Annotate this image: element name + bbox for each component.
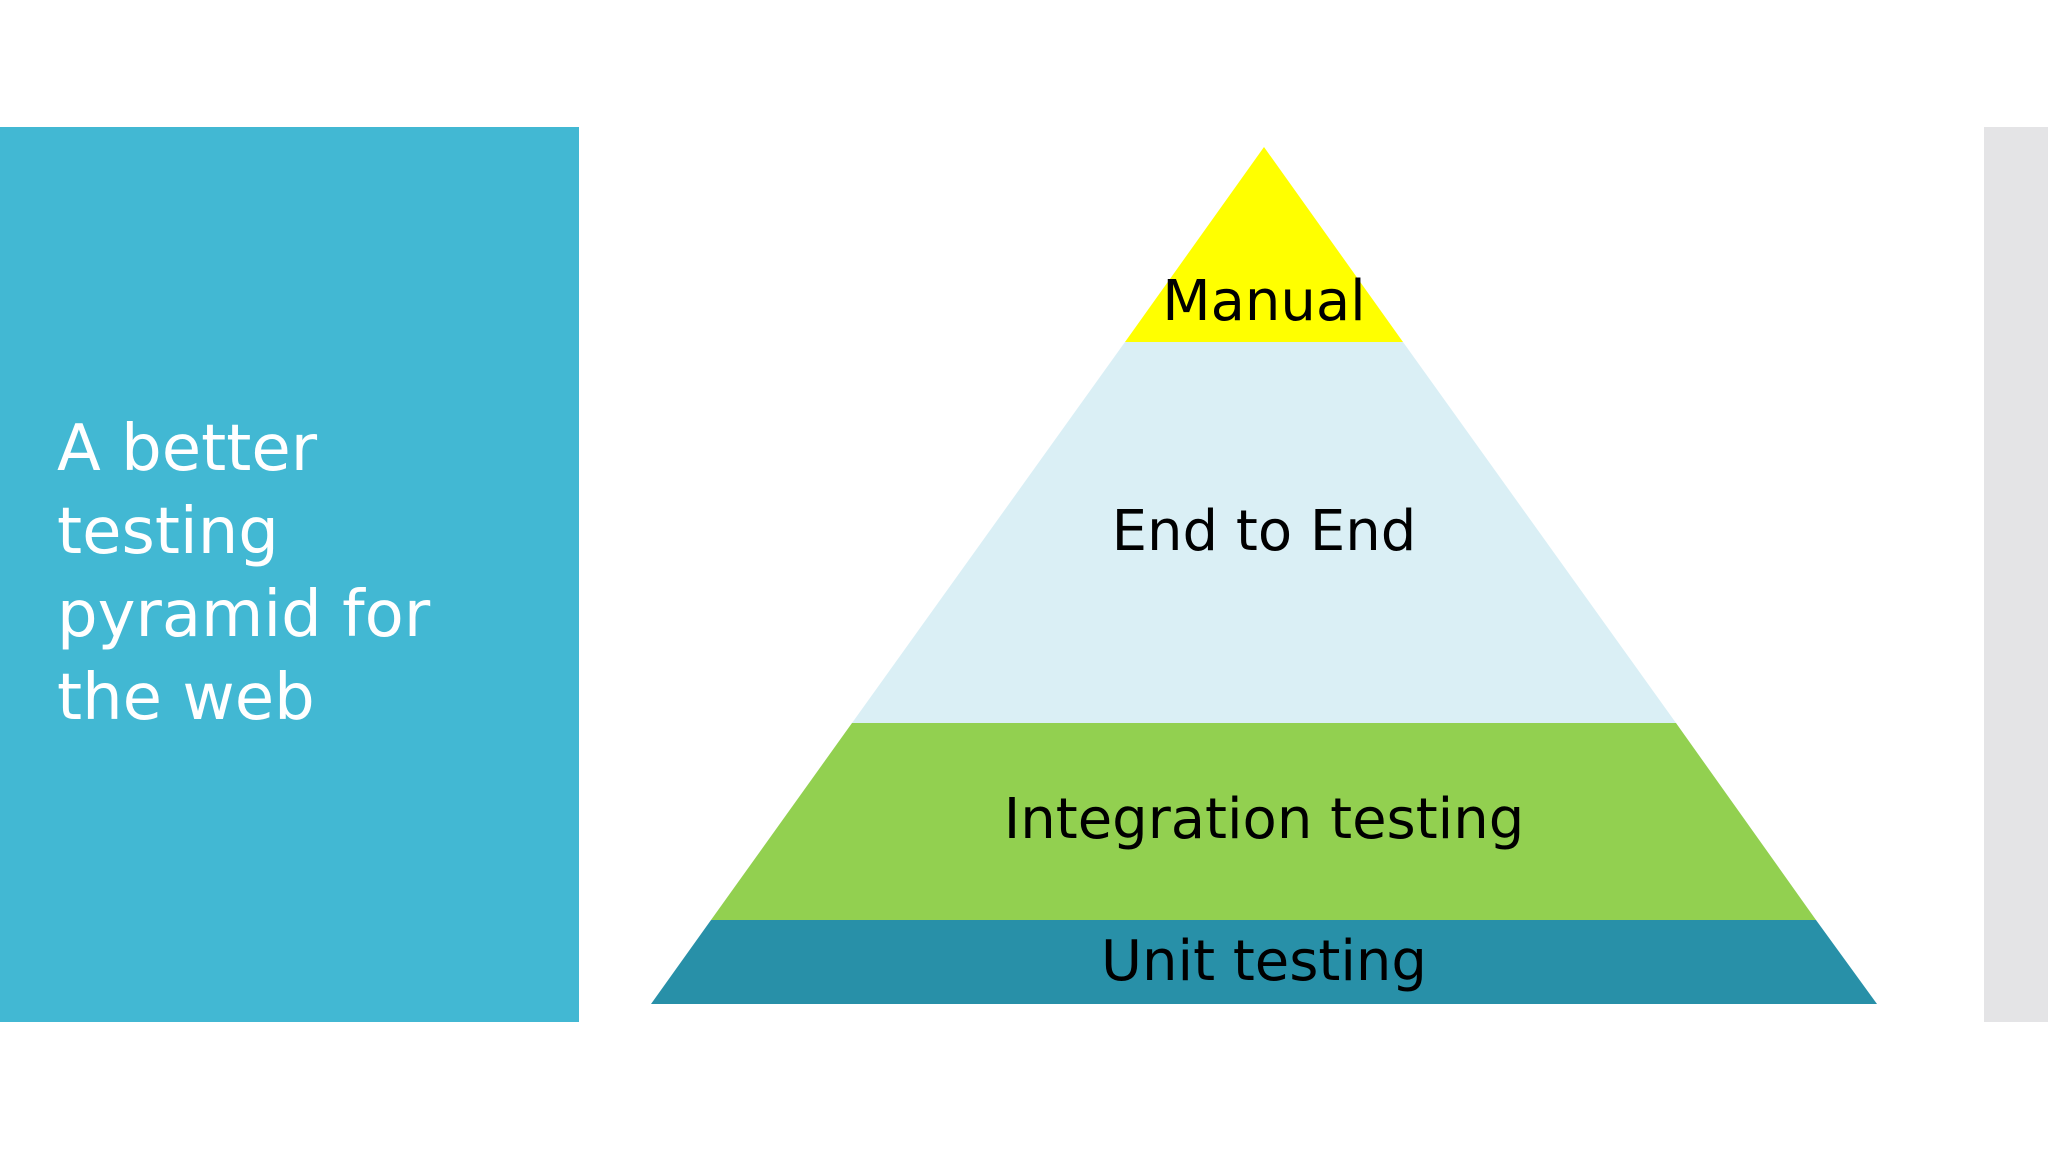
pyramid-tier-end-to-end: [852, 342, 1676, 723]
pyramid-label-manual: Manual: [1162, 269, 1366, 334]
slide-title: A better testing pyramid for the web: [57, 408, 557, 740]
right-accent-bar: [1984, 127, 2048, 1022]
title-panel: [0, 127, 579, 1022]
pyramid-tier-manual: [1125, 147, 1403, 342]
pyramid-tier-unit: [651, 920, 1877, 1004]
slide-title-line-3: pyramid for: [57, 578, 431, 652]
pyramid-tier-integration: [711, 723, 1816, 920]
slide-title-line-1: A better: [57, 412, 317, 486]
pyramid-label-integration: Integration testing: [1004, 787, 1525, 852]
pyramid-label-end-to-end: End to End: [1112, 499, 1417, 564]
pyramid-label-unit: Unit testing: [1101, 929, 1427, 994]
slide-title-line-4: the web: [57, 661, 315, 735]
slide-title-line-2: testing: [57, 495, 279, 569]
